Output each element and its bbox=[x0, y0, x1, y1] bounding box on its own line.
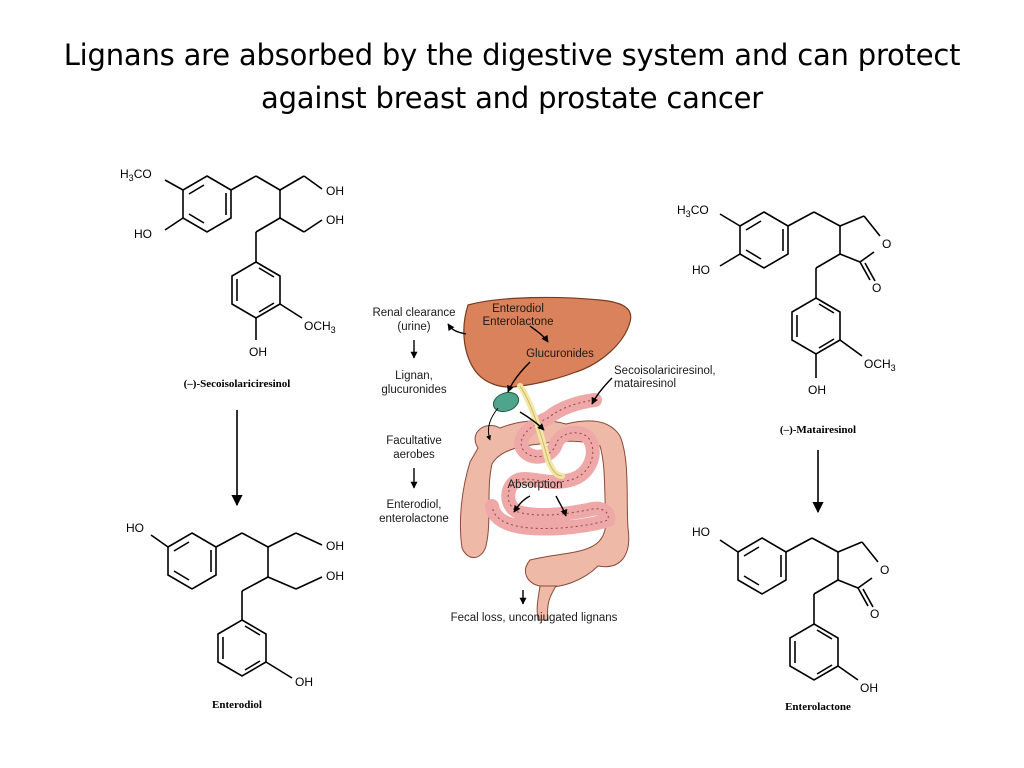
enterodiol-ring-top bbox=[167, 532, 217, 590]
secoisolariciresinol-name: (–)-Secoisolariciresinol bbox=[184, 378, 291, 390]
enterolactone-structure bbox=[719, 537, 879, 681]
enterodiol-structure bbox=[150, 532, 323, 679]
matai-carbonyl-o: O bbox=[872, 281, 881, 295]
matai-ho: HO bbox=[692, 263, 710, 277]
matai-h3co: H3CO bbox=[677, 203, 709, 219]
glucuronides-label: Glucuronides bbox=[526, 348, 594, 360]
seco-oh-bottom: OH bbox=[249, 345, 267, 359]
liver-label-1: Enterodiol bbox=[492, 303, 544, 315]
enterodiol-name: Enterodiol bbox=[212, 699, 262, 711]
facultative-aerobes-label-2: aerobes bbox=[393, 449, 435, 461]
seco-h3co: H3CO bbox=[120, 167, 152, 183]
enterolactone-ring-top bbox=[737, 537, 787, 595]
enterodiol-enterolactone-label-1: Enterodiol, bbox=[387, 499, 442, 511]
enterolactone-groups: HO O O OH bbox=[692, 525, 889, 695]
enterolactone-name: Enterolactone bbox=[785, 701, 851, 713]
glucuronides-to-gallbladder-arrow bbox=[507, 361, 531, 393]
enterodiol-ho: HO bbox=[126, 521, 144, 535]
fecal-loss-label: Fecal loss, unconjugated lignans bbox=[451, 612, 618, 624]
enterodiol-oh-1: OH bbox=[326, 539, 344, 553]
enterolactone-oh-bottom: OH bbox=[860, 681, 878, 695]
liver bbox=[463, 296, 632, 388]
lignan-glucuronides-label-1: Lignan, bbox=[395, 370, 433, 382]
matai-groups: H3CO HO O O OCH3 OH bbox=[677, 203, 896, 397]
enterodiol-oh-2: OH bbox=[326, 569, 344, 583]
absorption-left-arrow bbox=[513, 495, 531, 513]
gallbladder bbox=[492, 391, 520, 413]
matairesinol-name: (–)-Matairesinol bbox=[780, 424, 856, 436]
enterodiol-enterolactone-label-2: enterolactone bbox=[379, 513, 449, 525]
seco-ring-top bbox=[182, 175, 232, 233]
matairesinol-structure bbox=[719, 211, 881, 378]
title-line-2: against breast and prostate cancer bbox=[261, 81, 763, 115]
bile-to-gut-arrow bbox=[519, 411, 545, 431]
liver-to-renal-arrow bbox=[447, 323, 467, 335]
colon bbox=[459, 420, 630, 588]
seco-oh-1: OH bbox=[326, 184, 344, 198]
renal-clearance-label-1: Renal clearance bbox=[372, 307, 455, 319]
absorption-right-arrow bbox=[555, 495, 568, 517]
seco-matai-label-1: Secoisolariciresinol, bbox=[614, 365, 716, 377]
matai-oh-bottom: OH bbox=[808, 383, 826, 397]
seco-ring-bottom bbox=[231, 261, 281, 319]
enterolactone-ring-bottom bbox=[789, 623, 839, 681]
matai-ring-o: O bbox=[882, 237, 891, 251]
secoisolariciresinol-structure bbox=[164, 175, 323, 340]
renal-clearance-label-2: (urine) bbox=[397, 321, 430, 333]
lignan-glucuronides-label-2: glucuronides bbox=[381, 384, 446, 396]
seco-matai-label-2: matairesinol bbox=[614, 378, 676, 390]
seco-ho: HO bbox=[134, 227, 152, 241]
liver-to-glucuronides-arrow bbox=[529, 325, 549, 343]
liver-label-2: Enterolactone bbox=[483, 316, 554, 328]
enterolactone-carbonyl-o: O bbox=[870, 607, 879, 621]
digestive-system bbox=[410, 296, 632, 621]
enterodiol-ring-bottom bbox=[217, 619, 267, 677]
matai-och3: OCH3 bbox=[864, 357, 896, 373]
enterolactone-ring-o: O bbox=[880, 563, 889, 577]
slide-title: Lignans are absorbed by the digestive sy… bbox=[40, 34, 984, 120]
title-line-1: Lignans are absorbed by the digestive sy… bbox=[63, 38, 961, 72]
gallbladder-to-gut-arrow bbox=[486, 407, 499, 441]
matai-ring-top bbox=[739, 211, 789, 269]
matai-ring-bottom bbox=[791, 297, 841, 355]
seco-groups: H3CO HO OH OH OCH3 OH bbox=[120, 167, 344, 359]
digestion-labels: Renal clearance (urine) Lignan, glucuron… bbox=[372, 303, 715, 624]
small-intestine bbox=[485, 393, 616, 536]
facultative-aerobes-label-1: Facultative bbox=[386, 435, 442, 447]
seco-och3: OCH3 bbox=[304, 319, 336, 335]
seco-oh-2: OH bbox=[326, 213, 344, 227]
seco-into-gut-arrow bbox=[591, 377, 613, 405]
absorption-label: Absorption bbox=[508, 479, 563, 491]
rectum bbox=[536, 585, 557, 621]
enterodiol-oh-bottom: OH bbox=[295, 675, 313, 689]
enterolactone-ho: HO bbox=[692, 525, 710, 539]
enterodiol-groups: HO OH OH OH bbox=[126, 521, 344, 689]
